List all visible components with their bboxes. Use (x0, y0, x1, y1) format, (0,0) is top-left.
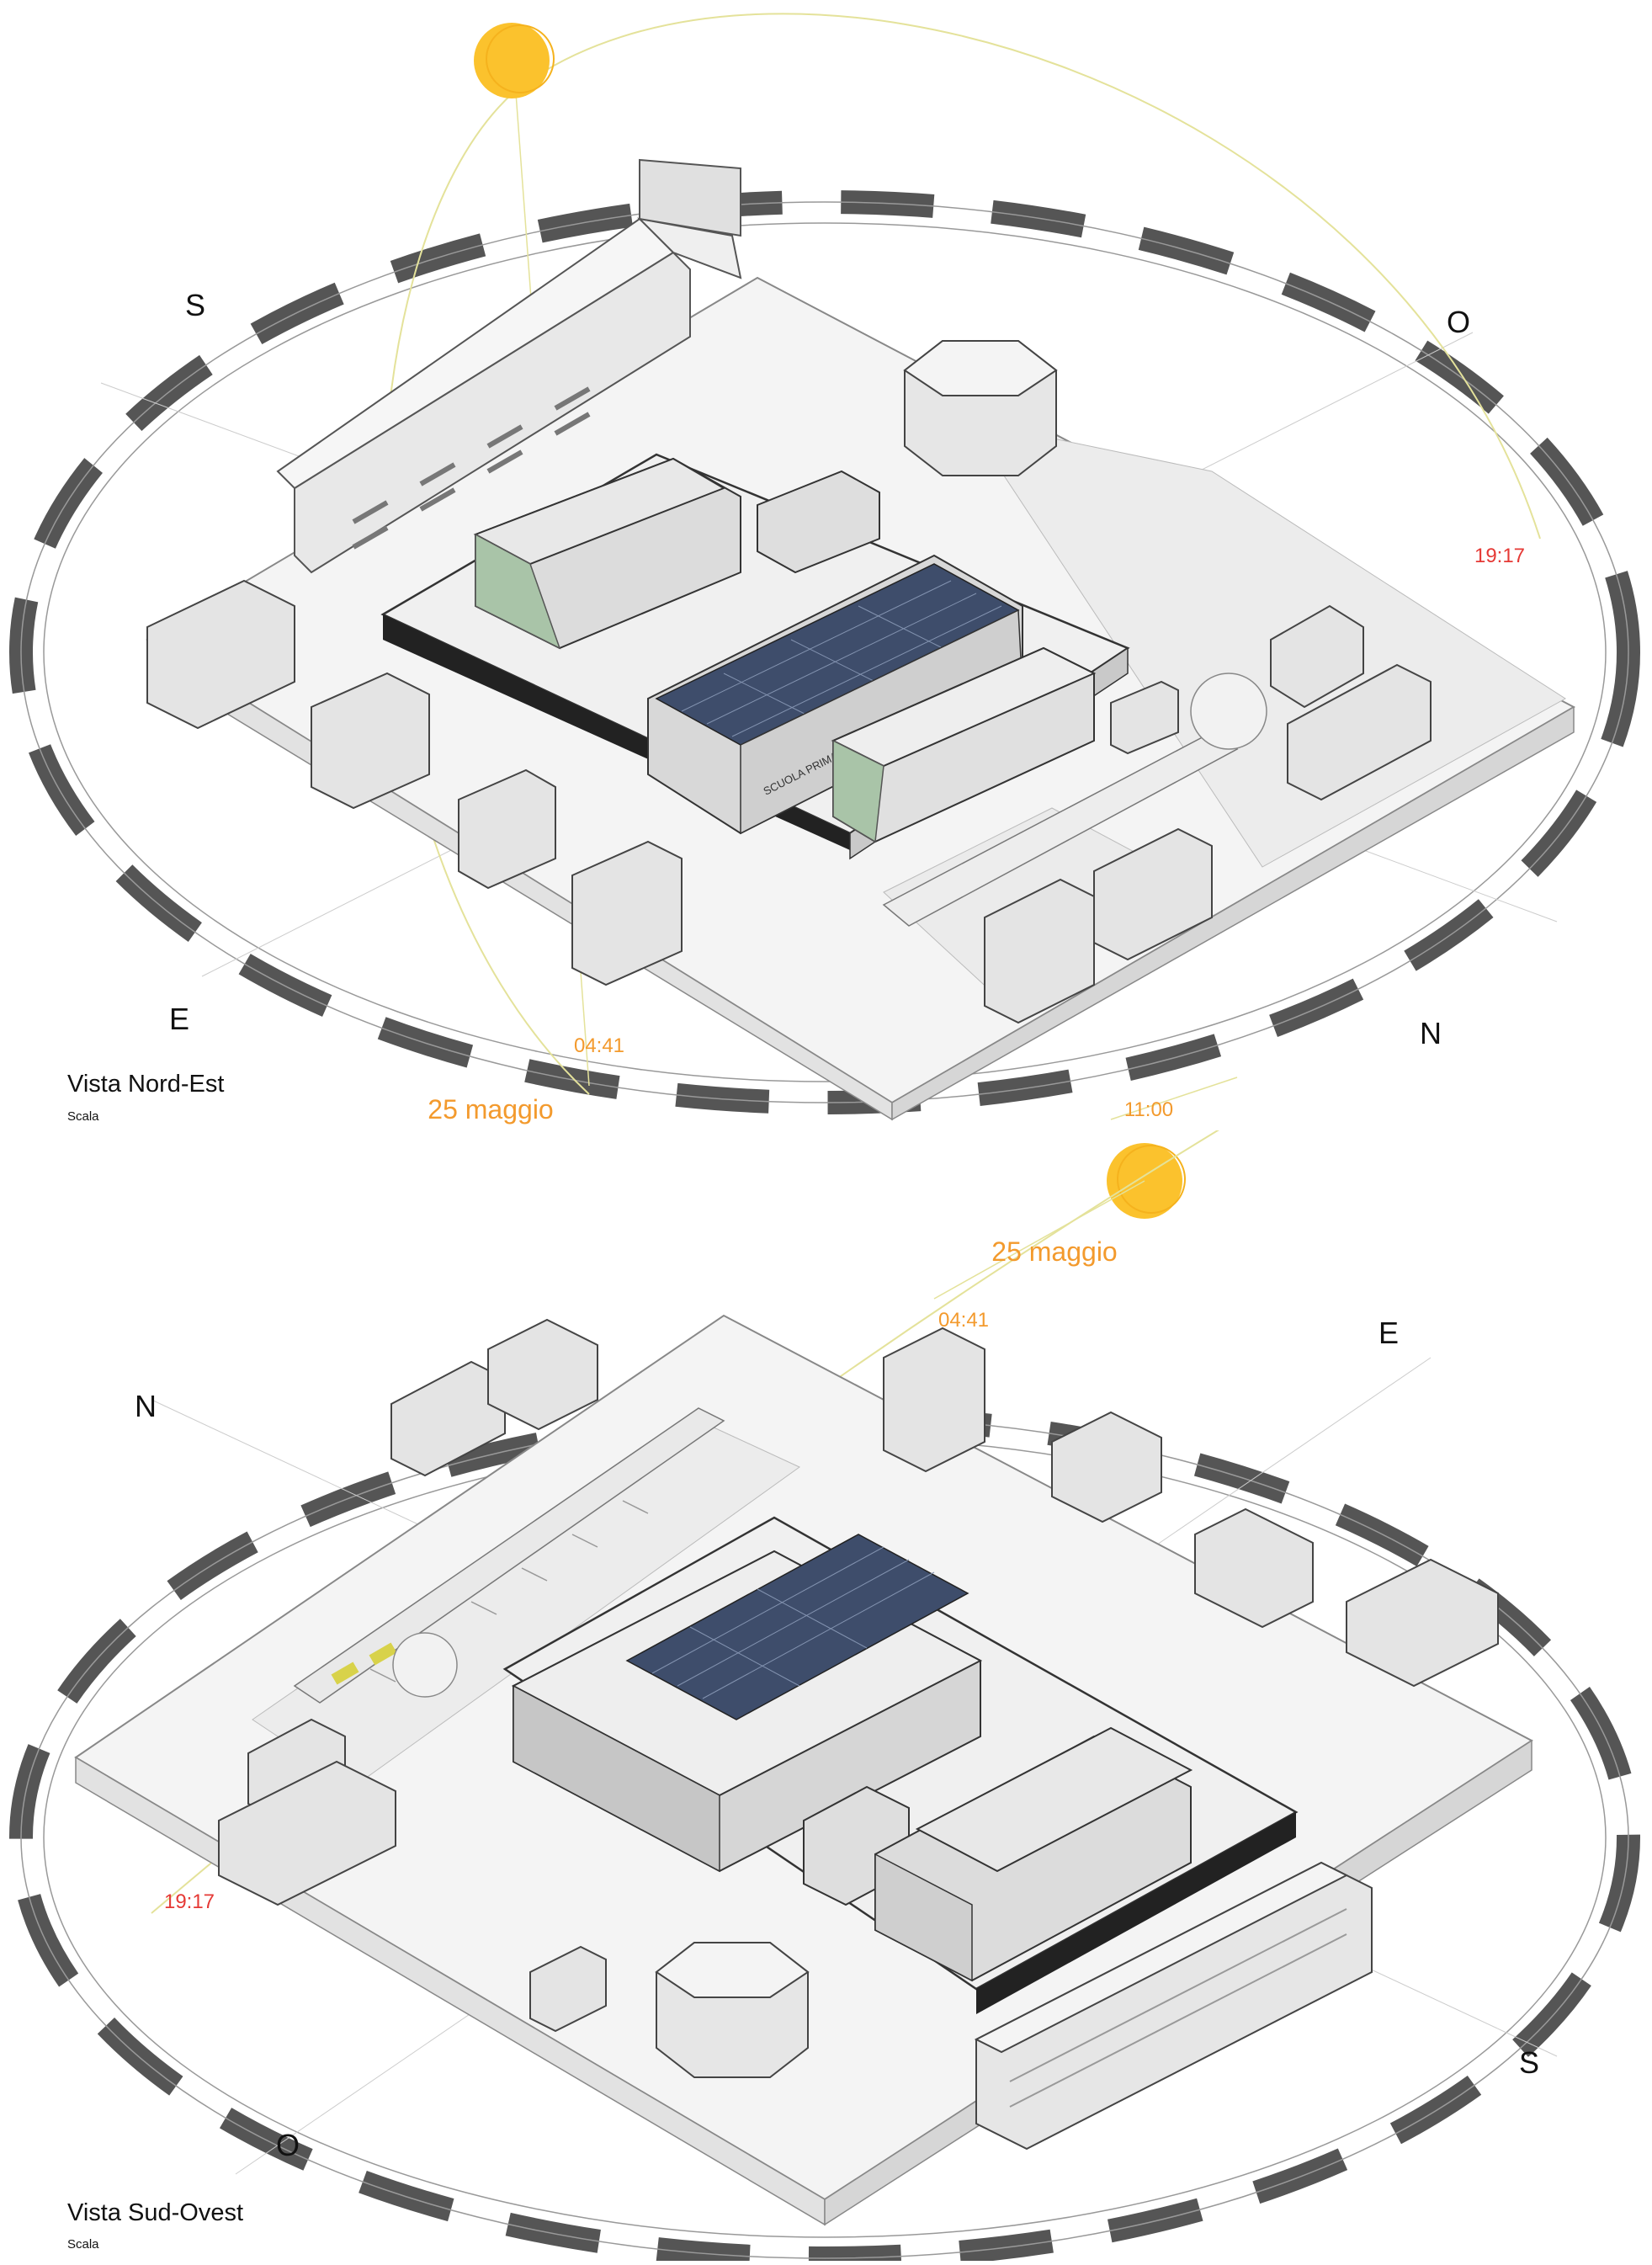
building-octagonal (903, 340, 1058, 476)
view-nord-est: SCUOLA PRIMARIA S (0, 0, 1652, 1130)
school-building: SCUOLA PRIMARIA (380, 453, 1130, 860)
compass-south: S (1519, 2045, 1539, 2080)
sun-date: 25 maggio (991, 1236, 1117, 1267)
compass-west: O (1447, 305, 1470, 339)
driveway-ramp (882, 673, 1267, 927)
sunset-time: 19:17 (1474, 545, 1525, 567)
view-title: Vista Nord-Est (67, 1071, 225, 1098)
isometric-view-so: N E O S 25 maggio 04:41 19:17 (9, 1113, 1640, 2265)
isometric-view-ne: SCUOLA PRIMARIA S (9, 13, 1640, 1125)
current-time: 11:00 (1124, 1098, 1173, 1121)
compass-west: O (276, 2128, 300, 2162)
compass-north: N (135, 1389, 157, 1423)
compass-east: E (169, 1002, 189, 1036)
compass-east: E (1378, 1316, 1399, 1350)
parking-area (293, 1407, 725, 1704)
school-building (502, 1516, 1299, 2014)
building-octagonal (655, 1942, 810, 2078)
view-scale-label: Scala (67, 1109, 99, 1124)
view-sud-ovest: N E O S 25 maggio 04:41 19:17 Vista Sud-… (0, 1113, 1652, 2265)
compass-south: S (185, 288, 205, 322)
compass-north: N (1420, 1016, 1442, 1050)
sunset-time: 19:17 (164, 1890, 215, 1913)
sunrise-time: 04:41 (574, 1034, 624, 1057)
compass-ring (9, 190, 1640, 1114)
building-residential-right (974, 1861, 1373, 2151)
surrounding-buildings (218, 1318, 1499, 2033)
sun-date: 25 maggio (428, 1094, 553, 1125)
surrounding-buildings (146, 579, 1432, 1024)
building-residential-left (276, 158, 742, 574)
sunrise-time: 04:41 (938, 1309, 989, 1332)
view-title: Vista Sud-Ovest (67, 2199, 244, 2226)
view-scale-label: Scala (67, 2237, 99, 2252)
